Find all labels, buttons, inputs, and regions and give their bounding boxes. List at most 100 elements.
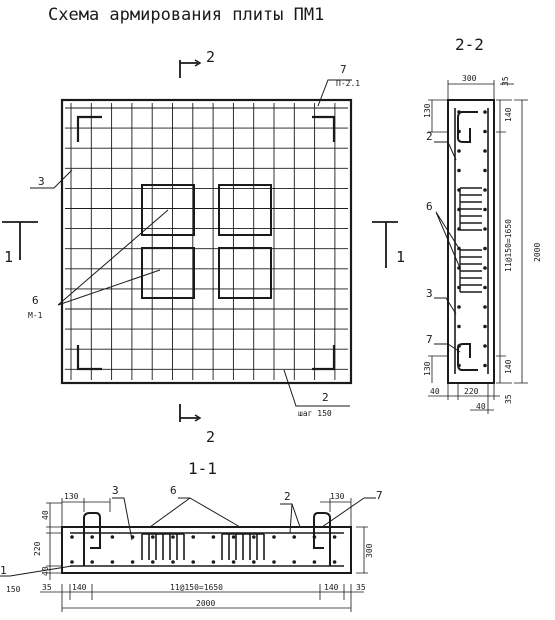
cut-marker-top <box>179 60 198 78</box>
section-1-1-bar-dot <box>171 535 175 539</box>
label-item6-s11: 6 <box>170 484 177 497</box>
section-1-1-bar-dot <box>211 560 216 564</box>
section-1-1-bar-dot <box>151 560 155 564</box>
section-1-1-bar-dot <box>191 535 195 539</box>
section-1-1-bar-dot <box>272 560 276 564</box>
dim-line-bottom-chain <box>40 584 364 612</box>
plan-slab-outline <box>60 98 353 385</box>
label-step-plan: шаг 150 <box>298 409 332 418</box>
leader-item6-s11 <box>149 497 241 528</box>
section-2-2-bar-dot <box>483 305 487 309</box>
dim-line-left-130-top <box>428 99 448 133</box>
plan-view: 2 2 1 1 7 П-2.1 3 6 М-1 2 шаг 150 <box>2 48 405 446</box>
section-2-2-bar-dot <box>483 110 487 114</box>
section-1-1-title: 1-1 <box>188 459 217 478</box>
leader-item3-plan <box>30 169 73 189</box>
dim-s11-bot-35-left: 35 <box>42 583 52 592</box>
section-1-1-bar-dot <box>130 560 135 564</box>
dim-s22-top-300: 300 <box>462 74 477 83</box>
section-2-2-bar-dot <box>457 149 461 153</box>
dim-s11-middle: 11@150=1650 <box>170 583 223 592</box>
cut-marker-bottom-arrow <box>194 414 202 422</box>
dim-s22-bot-40-left: 40 <box>430 387 440 396</box>
leader-item7-plan <box>317 79 352 107</box>
side-marker-left <box>2 221 38 260</box>
dim-s11-bot-140-left: 140 <box>72 583 87 592</box>
section-2-2-bar-dot <box>483 285 487 290</box>
dim-line-bottom-40-right <box>470 400 494 414</box>
label-item3-s11: 3 <box>112 484 119 497</box>
section-1-1-bar-dot <box>70 560 74 564</box>
section-1-1-loop-right <box>313 512 331 566</box>
dim-s22-right-140-bot: 140 <box>504 359 513 374</box>
leader-item6-plan <box>57 209 169 306</box>
dim-s11-left-220: 220 <box>33 541 42 556</box>
label-item1-s11: 1 <box>0 564 7 577</box>
section-1-1-bar-dot <box>272 535 276 539</box>
label-item6-s22: 6 <box>426 200 433 213</box>
section-1-1-outline <box>61 526 352 574</box>
leader-item7-s11 <box>321 497 376 528</box>
plan-mesh-grid <box>65 103 348 380</box>
dim-line-left-chain <box>46 502 62 580</box>
section-1-1-bar-dot <box>252 560 256 564</box>
dim-s11-top-130-right: 130 <box>330 492 345 501</box>
plan-corner-loop-br <box>312 345 336 371</box>
label-m1-plan: М-1 <box>28 311 43 320</box>
label-item2-plan: 2 <box>322 391 329 404</box>
dim-s11-right-300: 300 <box>365 543 374 558</box>
dim-s11-total-2000: 2000 <box>196 599 215 608</box>
dim-line-bottom-chain <box>428 383 500 400</box>
section-1-1-bar-dot <box>292 535 297 539</box>
section-2-2-bar-dot <box>483 188 487 192</box>
section-2-2-bar-dot <box>457 324 461 329</box>
leader-item3-s22 <box>434 297 457 315</box>
cut-label-top: 2 <box>206 48 215 66</box>
label-item6-plan: 6 <box>32 294 39 307</box>
section-2-2-bar-dot <box>483 149 487 153</box>
leader-item3-s11 <box>112 497 133 541</box>
section-1-1-bar-dot <box>292 560 297 564</box>
plan-opening-top-right <box>218 184 272 236</box>
section-1-1-bar-dot <box>110 535 115 539</box>
leader-item2-s22 <box>434 141 457 161</box>
section-2-2-outline <box>447 99 495 384</box>
section-2-2-bar-dot <box>457 305 461 309</box>
section-2-2-bar-dot <box>483 129 487 134</box>
section-2-2-bar-dot <box>483 266 487 270</box>
drawing-title: Схема армирования плиты ПМ1 <box>48 5 324 25</box>
section-2-2-ladders <box>459 187 482 293</box>
dim-line-left-130-bot <box>428 355 448 383</box>
section-2-2-view: 2-2 300 35 130 140 11@150=1650 140 2000 … <box>423 35 542 414</box>
section-2-2-bar-dot <box>483 363 487 368</box>
leader-item6-s22 <box>435 211 461 269</box>
section-1-1-bar-dot <box>231 560 236 564</box>
side-label-left: 1 <box>4 248 13 266</box>
dim-s11-left-150: 150 <box>6 585 21 594</box>
dim-line-right-chain <box>496 99 512 384</box>
dim-s22-right-140-top: 140 <box>504 107 513 122</box>
plan-corner-loop-bl <box>76 345 102 371</box>
leader-item2-s11 <box>280 503 301 534</box>
cut-marker-bottom <box>179 404 198 422</box>
section-2-2-bar-dot <box>483 246 487 251</box>
leader-item2-plan <box>283 369 350 407</box>
section-2-2-bar-dot <box>457 168 461 173</box>
dim-s22-bot-35: 35 <box>504 394 513 404</box>
label-item3-s22: 3 <box>426 287 433 300</box>
dim-s22-left-130-top: 130 <box>423 103 432 118</box>
section-1-1-bar-dot <box>110 560 115 564</box>
dim-line-total-2000 <box>514 99 528 384</box>
plan-corner-loop-tl <box>76 115 102 142</box>
section-1-1-bar-dot <box>70 535 74 539</box>
label-item2-s11: 2 <box>284 490 291 503</box>
dim-line-top-130-right <box>320 498 352 527</box>
section-1-1-ladders <box>141 533 265 560</box>
section-2-2-loop-top <box>457 111 478 143</box>
section-1-1-bar-dot <box>231 535 236 539</box>
section-1-1-bar-dot <box>252 535 256 539</box>
label-item7-plan: 7 <box>340 63 347 76</box>
section-1-1-bar-dot <box>211 535 216 539</box>
label-item7-s22: 7 <box>426 333 433 346</box>
